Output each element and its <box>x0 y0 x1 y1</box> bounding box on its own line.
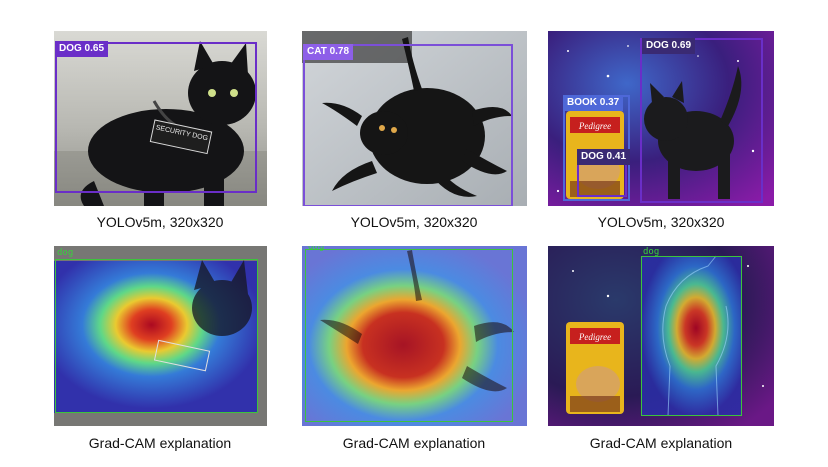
cat-silhouette-icon <box>192 260 252 336</box>
caption-top-2: YOLOv5m, 320x320 <box>350 214 478 230</box>
gradcam-label: dog <box>643 247 660 257</box>
harness-patch: SECURITY DOG <box>149 119 213 155</box>
detection-image-3: Pedigree DOG 0.69 BOOK 0.37 DOG 0.41 <box>548 31 774 206</box>
detection-image-1: SECURITY DOG DOG 0.65 <box>54 31 267 206</box>
bounding-box <box>55 42 257 193</box>
detection-label: DOG 0.65 <box>55 41 109 57</box>
gradcam-box <box>641 256 742 416</box>
gradcam-image-3-heatmap: Pedigree <box>548 246 774 426</box>
bounding-box <box>640 38 763 203</box>
cat-silhouette-icon <box>644 66 742 199</box>
cat-silhouette-icon <box>322 37 512 197</box>
gradcam-image-2: dog <box>302 246 527 426</box>
gradcam-label: dog <box>57 248 74 258</box>
detection-image-2: CAT 0.78 <box>302 31 527 206</box>
gradcam-image-1: dog <box>54 246 267 426</box>
detection-label: CAT 0.78 <box>303 44 354 60</box>
caption-bottom-2: Grad-CAM explanation <box>342 435 486 451</box>
detection-label: BOOK 0.37 <box>563 95 624 111</box>
caption-top-1: YOLOv5m, 320x320 <box>96 214 224 230</box>
bag-brand-text: Pedigree <box>578 332 611 342</box>
caption-bottom-1: Grad-CAM explanation <box>88 435 232 451</box>
caption-bottom-3: Grad-CAM explanation <box>589 435 733 451</box>
gradcam-box <box>55 259 258 413</box>
gradcam-image-2-heatmap <box>302 246 527 426</box>
detection-label: DOG 0.69 <box>642 38 696 54</box>
gradcam-image-3: Pedigree dog <box>548 246 774 426</box>
bounding-box <box>303 44 513 206</box>
gradcam-image-1-heatmap <box>54 246 267 426</box>
cat-silhouette-icon <box>80 41 256 206</box>
bag-brand-text: Pedigree <box>578 121 611 131</box>
detection-image-1-photo: SECURITY DOG <box>54 31 267 206</box>
caption-top-3: YOLOv5m, 320x320 <box>597 214 725 230</box>
detection-label: DOG 0.41 <box>577 149 631 165</box>
dog-food-bag-icon: Pedigree <box>566 322 624 414</box>
detection-image-3-photo: Pedigree <box>548 31 774 206</box>
gradcam-box <box>305 249 513 422</box>
